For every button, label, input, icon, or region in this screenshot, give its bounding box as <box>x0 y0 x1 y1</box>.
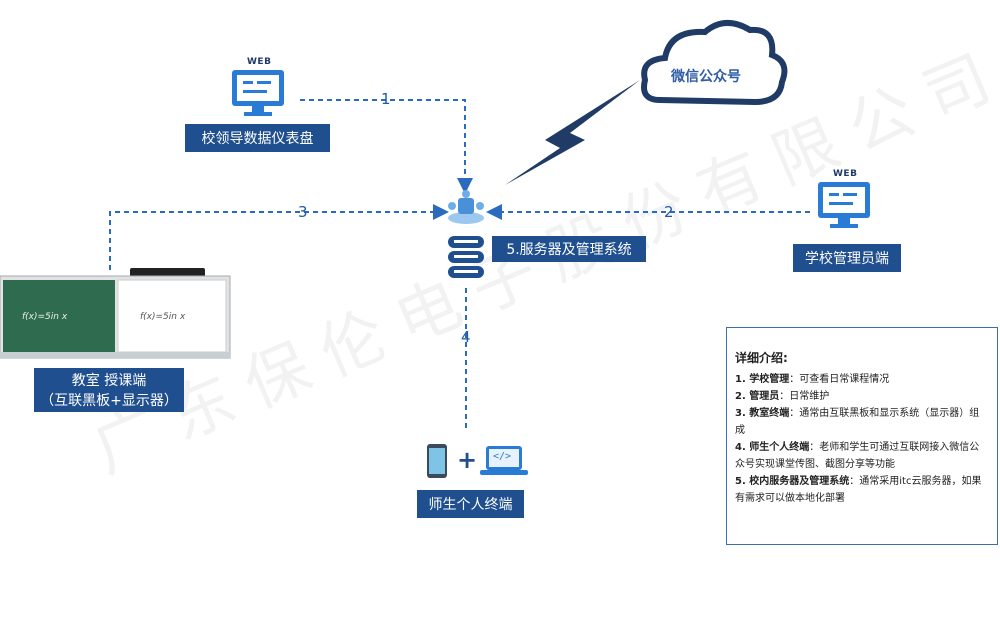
connector-1 <box>300 99 473 194</box>
monitor-icon-admin <box>818 182 870 228</box>
info-item: 5. 校内服务器及管理系统：通常采用itc云服务器，如果有需求可以做本地化部署 <box>735 476 982 504</box>
leader-dashboard-label: 校领导数据仪表盘 <box>185 124 330 152</box>
code-icon: </> <box>493 451 512 462</box>
cloud-node-icon <box>448 190 484 224</box>
info-panel: 详细介绍: 1. 学校管理：可查看日常课程情况 2. 管理员：日常维护 3. 教… <box>726 327 998 545</box>
lightning-bolt-icon <box>505 80 640 185</box>
info-title: 详细介绍: <box>735 351 788 365</box>
phone-icon <box>427 444 447 478</box>
classroom-label: 教室 授课端 （互联黑板+显示器） <box>34 368 184 412</box>
monitor-icon-leader <box>232 70 284 116</box>
plus-icon: + <box>457 446 478 474</box>
board-formula-right: f(x)=5in x <box>140 312 186 322</box>
connector-3 <box>109 204 449 270</box>
classroom-label-line1: 教室 授课端 <box>71 373 147 389</box>
server-label: 5.服务器及管理系统 <box>492 236 646 262</box>
personal-terminal-label: 师生个人终端 <box>417 490 524 518</box>
info-item: 3. 教室终端：通常由互联黑板和显示系统（显示器）组成 <box>735 408 980 436</box>
connector-number-3: 3 <box>298 203 308 221</box>
web-tag-admin: WEB <box>833 169 858 179</box>
cloud-icon <box>641 20 788 106</box>
connector-number-2: 2 <box>664 203 674 221</box>
database-icon <box>448 236 484 278</box>
connector-number-4: 4 <box>461 328 471 346</box>
web-tag-leader: WEB <box>247 57 272 67</box>
admin-label: 学校管理员端 <box>793 244 901 272</box>
laptop-icon <box>480 446 528 475</box>
classroom-label-line2: （互联黑板+显示器） <box>40 393 178 409</box>
info-item: 2. 管理员：日常维护 <box>735 391 830 402</box>
connector-lines <box>0 20 870 478</box>
connector-number-1: 1 <box>381 90 391 108</box>
interactive-board-icon <box>0 268 231 359</box>
cloud-label: 微信公众号 <box>671 69 741 85</box>
board-formula-left: f(x)=5in x <box>22 312 68 322</box>
info-item: 4. 师生个人终端：老师和学生可通过互联网接入微信公众号实现课堂传图、截图分享等… <box>735 442 980 470</box>
info-item: 1. 学校管理：可查看日常课程情况 <box>735 374 890 385</box>
